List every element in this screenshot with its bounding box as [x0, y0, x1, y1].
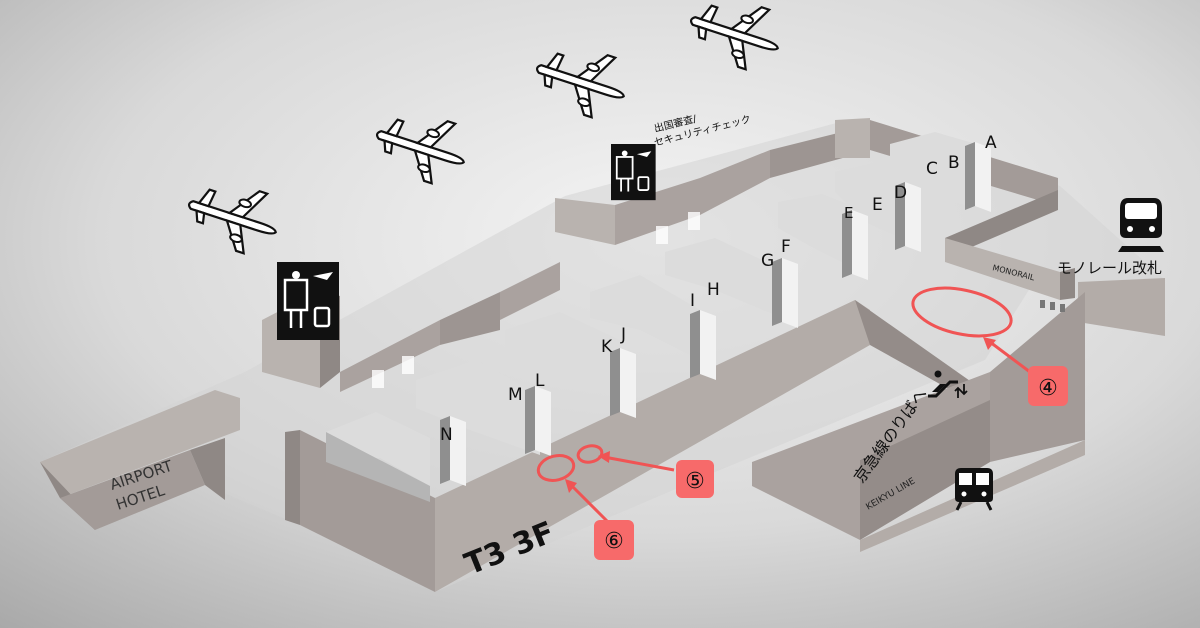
- counter-k: K: [601, 337, 613, 357]
- departure-sign-icon: [610, 143, 657, 202]
- counter-h: H: [707, 280, 720, 300]
- counter-e1: E: [872, 195, 883, 215]
- counter-f: F: [781, 237, 791, 257]
- counter-g: G: [761, 251, 774, 271]
- keikyu-block: KEIKYU LINE: [752, 292, 1085, 552]
- marker-4-label: ④: [1038, 376, 1058, 401]
- checkin-counters: [326, 132, 991, 502]
- marker-5: ⑤: [576, 444, 714, 498]
- counter-d: D: [894, 183, 907, 203]
- marker-4: ④: [911, 286, 1068, 406]
- counter-letters: A B C D E E F G H I J K L M N: [440, 133, 997, 445]
- counter-j: J: [620, 325, 626, 345]
- train-icon: [955, 468, 993, 511]
- departure-sign-icon: [275, 260, 341, 342]
- counter-i: I: [690, 291, 695, 311]
- marker-6-label: ⑥: [604, 529, 624, 554]
- counter-m: M: [508, 385, 523, 405]
- counter-e2: E: [844, 204, 853, 222]
- escalator-icon: [928, 370, 968, 398]
- monorail-gate-label: モノレール改札: [1057, 259, 1162, 277]
- train-icon: [1118, 198, 1164, 252]
- counter-c: C: [926, 159, 938, 179]
- marker-6: ⑥: [536, 454, 634, 560]
- counter-n: N: [440, 425, 453, 445]
- gate-stubs: [1040, 300, 1065, 312]
- counter-b: B: [948, 153, 960, 173]
- marker-5-label: ⑤: [685, 469, 705, 494]
- counter-l: L: [535, 371, 545, 391]
- counter-a: A: [985, 133, 997, 153]
- hotel-block: AIRPORT HOTEL: [40, 390, 240, 530]
